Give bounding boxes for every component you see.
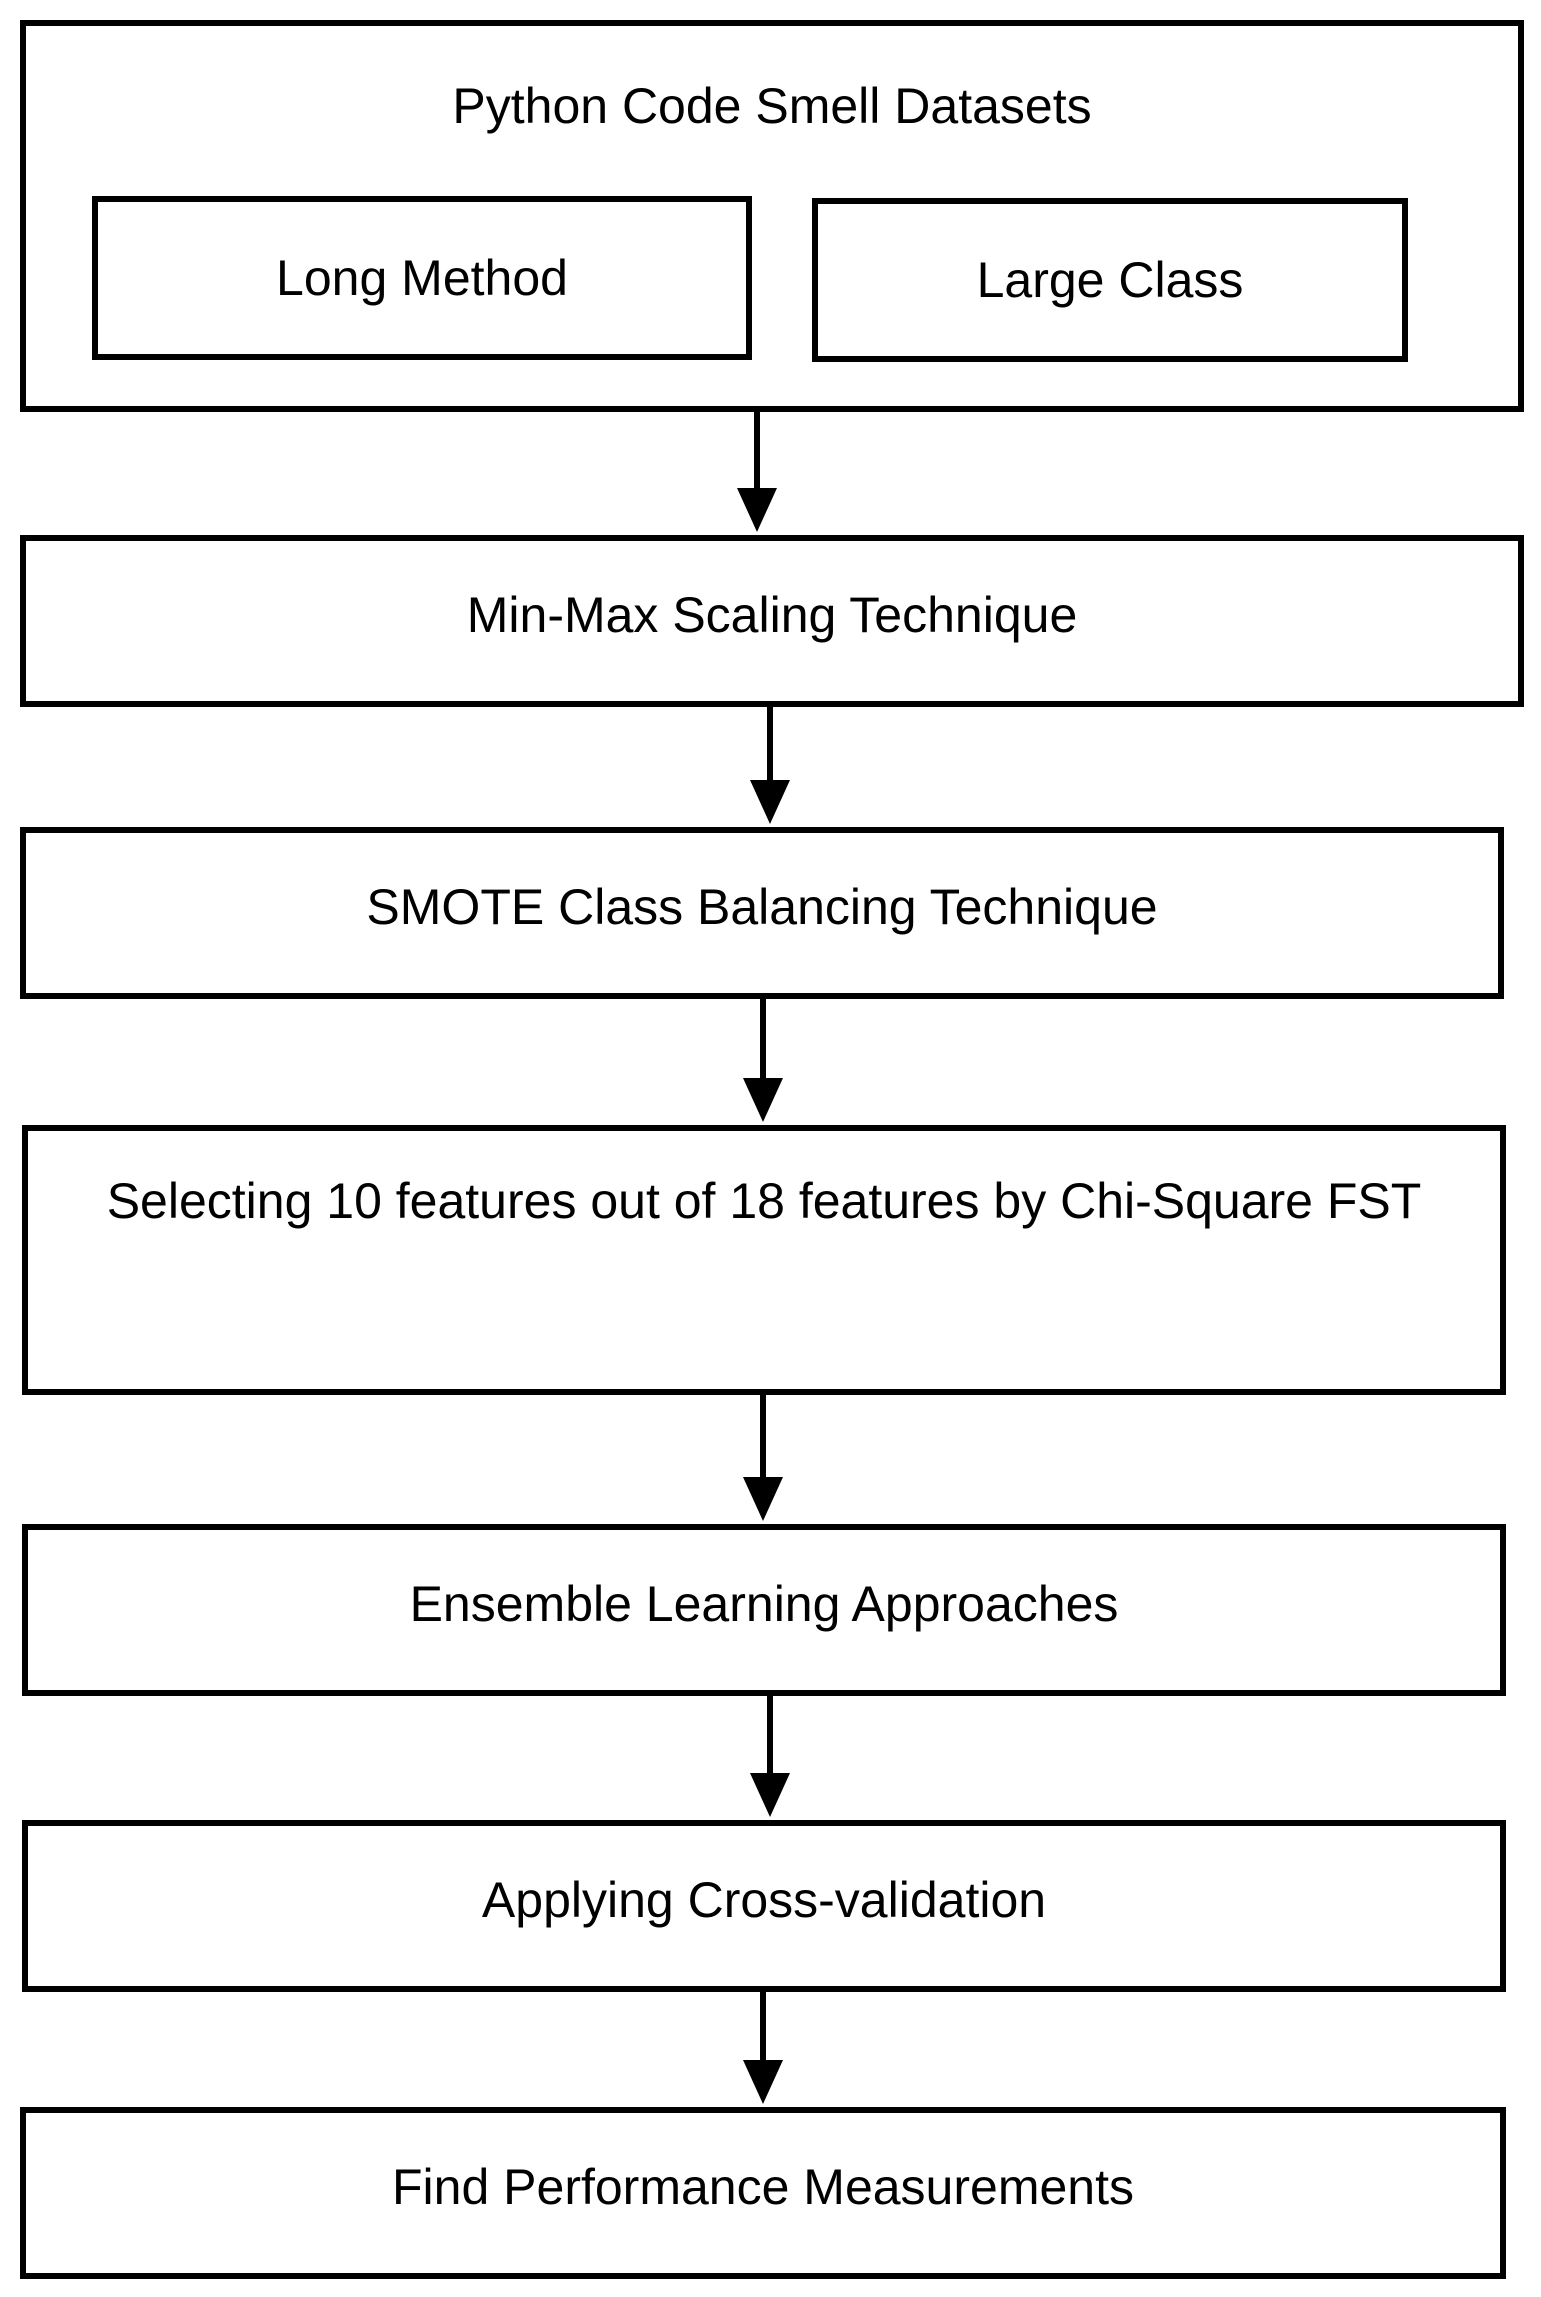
step-min-max-scaling: Min-Max Scaling Technique bbox=[20, 535, 1524, 707]
step-feature-selection: Selecting 10 features out of 18 features… bbox=[22, 1125, 1506, 1395]
large-class-box: Large Class bbox=[812, 198, 1408, 362]
datasets-title: Python Code Smell Datasets bbox=[452, 78, 1092, 134]
datasets-box: Python Code Smell Datasets Long Method L… bbox=[20, 20, 1524, 412]
long-method-box: Long Method bbox=[92, 196, 752, 360]
large-class-label: Large Class bbox=[976, 252, 1244, 308]
step-cross-validation: Applying Cross-validation bbox=[22, 1820, 1506, 1992]
step-smote: SMOTE Class Balancing Technique bbox=[20, 827, 1504, 999]
step-label: Applying Cross-validation bbox=[481, 1872, 1047, 1928]
step-label: Min-Max Scaling Technique bbox=[466, 587, 1078, 643]
step-performance-measurements: Find Performance Measurements bbox=[20, 2107, 1506, 2279]
arrow-down-icon bbox=[743, 1395, 783, 1521]
arrow-down-icon bbox=[750, 1696, 790, 1817]
step-label: SMOTE Class Balancing Technique bbox=[366, 879, 1158, 935]
step-ensemble-learning: Ensemble Learning Approaches bbox=[22, 1524, 1506, 1696]
arrow-down-icon bbox=[737, 412, 777, 532]
arrow-down-icon bbox=[743, 999, 783, 1122]
long-method-label: Long Method bbox=[276, 250, 568, 306]
step-label: Find Performance Measurements bbox=[392, 2159, 1134, 2215]
step-label: Ensemble Learning Approaches bbox=[409, 1576, 1119, 1632]
step-label: Selecting 10 features out of 18 features… bbox=[106, 1173, 1422, 1229]
arrow-down-icon bbox=[750, 707, 790, 824]
arrow-down-icon bbox=[743, 1992, 783, 2104]
